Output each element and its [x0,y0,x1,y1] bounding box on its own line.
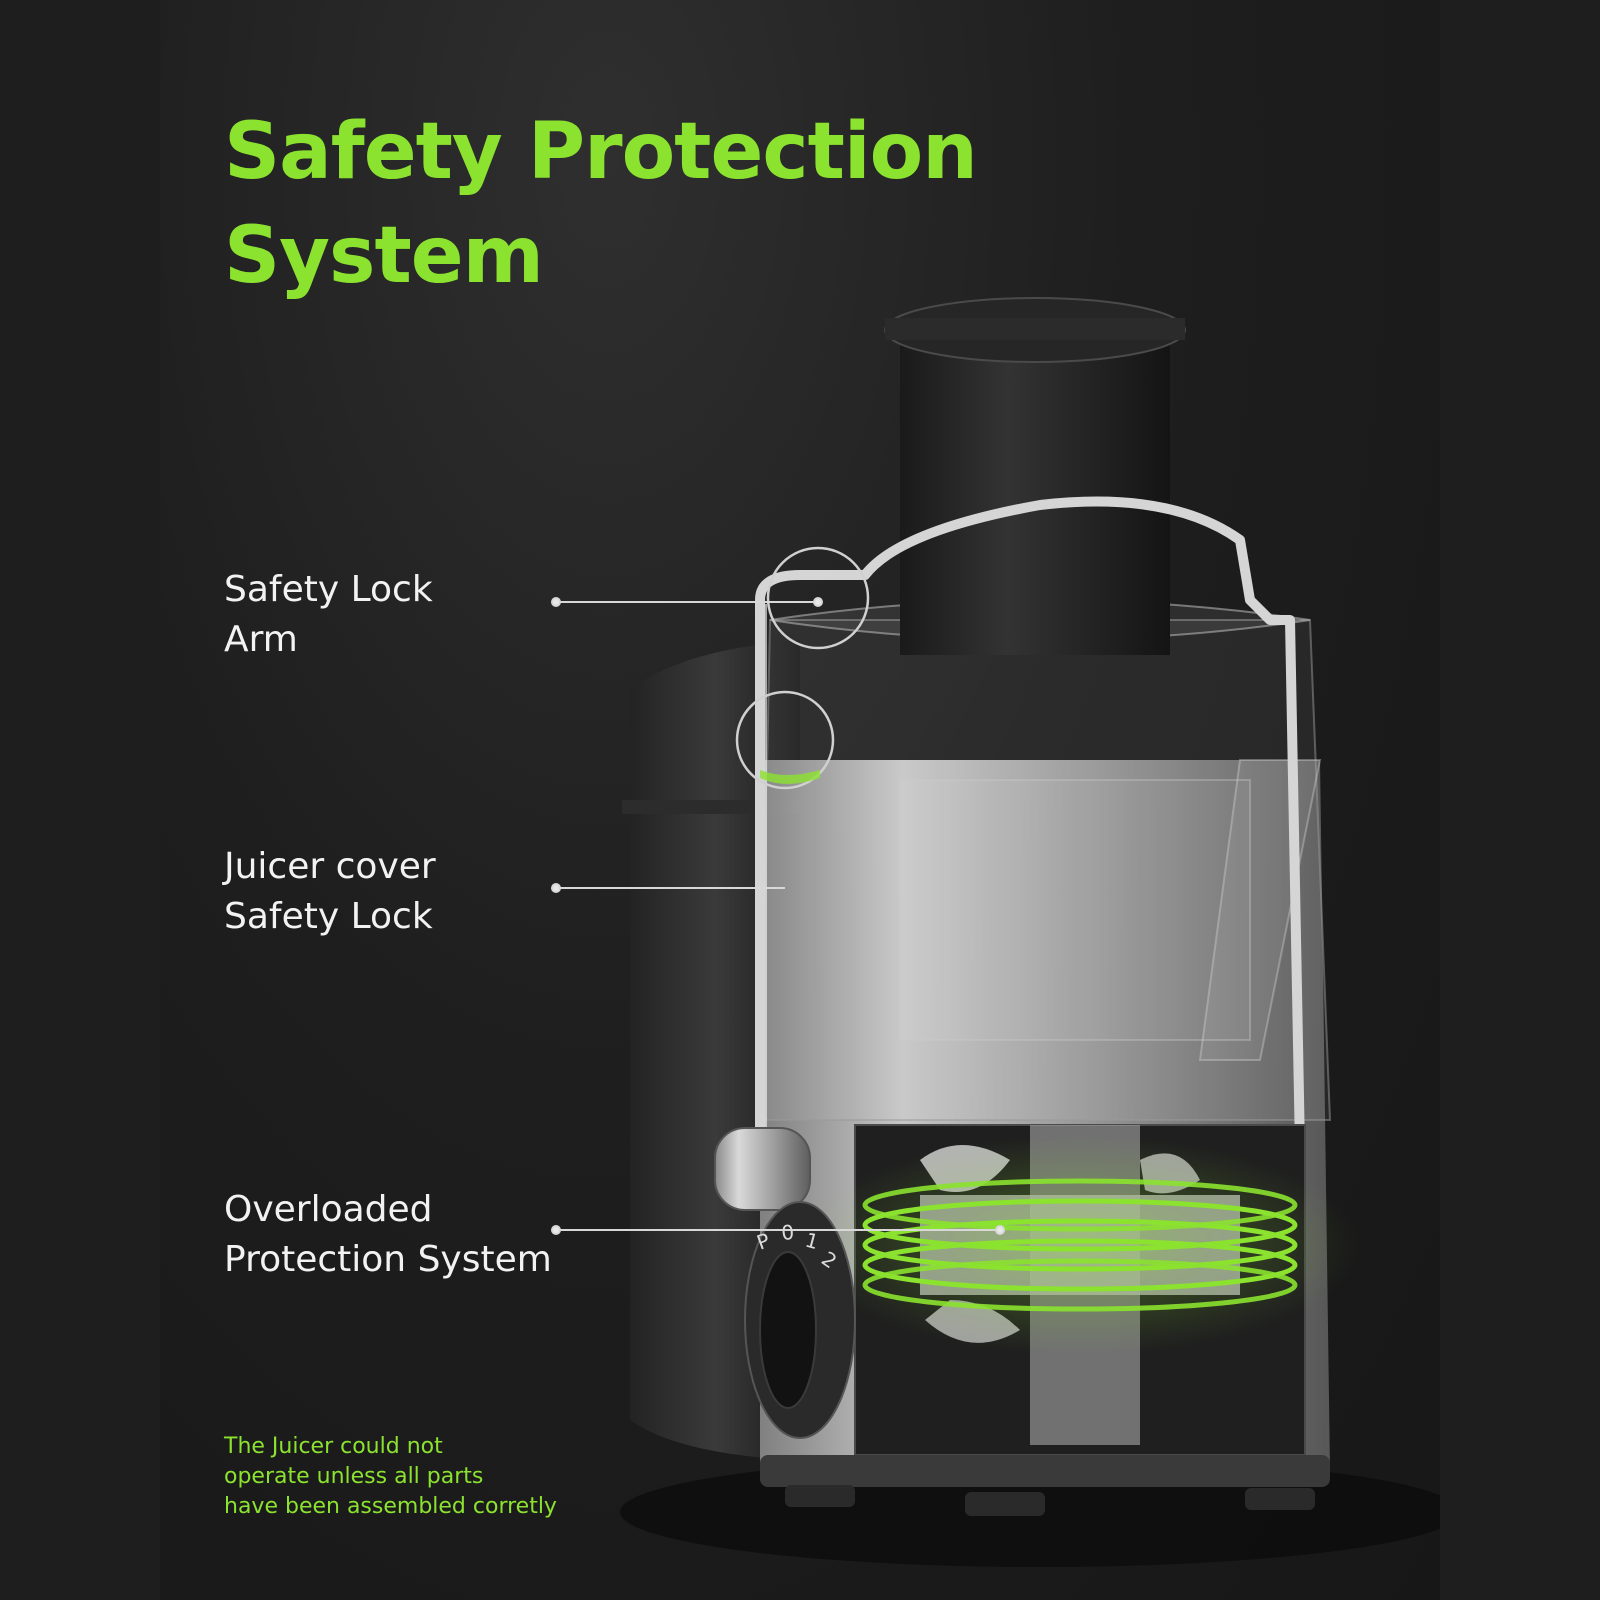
cover-lock-green-mark [760,770,820,784]
product-panel: P 0 1 2 Safety Protect [160,0,1440,1600]
callout-juicer-cover-safety-lock: Juicer cover Safety Lock [224,842,436,942]
safety-lock-arm [755,496,1305,1155]
note-line: have been assembled corretly [224,1494,557,1519]
overload-glow [800,1135,1360,1355]
callout-line: Safety Lock [224,569,433,610]
callout-line: Safety Lock [224,896,433,937]
callout-line: Arm [224,619,298,660]
callout-overloaded-protection-system: Overloaded Protection System [224,1185,552,1285]
page-title: Safety Protection System [224,100,978,308]
title-line-1: Safety Protection [224,107,978,197]
callout-safety-lock-arm: Safety Lock Arm [224,565,433,665]
dial-mark-0: 0 [780,1220,795,1245]
foot-left [785,1485,855,1507]
title-line-2: System [224,211,544,301]
foot-right [1245,1488,1315,1510]
callout-line: Juicer cover [224,846,436,887]
callout-leaders [551,597,1005,1235]
foot-center [965,1492,1045,1516]
base-plate [760,1455,1330,1487]
callout-line: Protection System [224,1239,552,1280]
callout-line: Overloaded [224,1189,433,1230]
note-line: The Juicer could not [224,1434,443,1459]
dial-mark-1: 1 [803,1228,822,1254]
assembly-note: The Juicer could not operate unless all … [224,1432,557,1522]
safety-lock-arm-highlight [766,546,870,650]
inner-filter-basket [899,779,1251,1041]
speed-dial-knob [759,1251,817,1409]
chute-collar [885,318,1185,340]
arm-pivot-knob [714,1127,811,1211]
cover-lock-highlight [735,690,835,790]
feed-chute [900,335,1170,655]
overload-rings [862,1178,1298,1312]
juicer-illustration: P 0 1 2 [551,297,1440,1567]
note-line: operate unless all parts [224,1464,484,1489]
